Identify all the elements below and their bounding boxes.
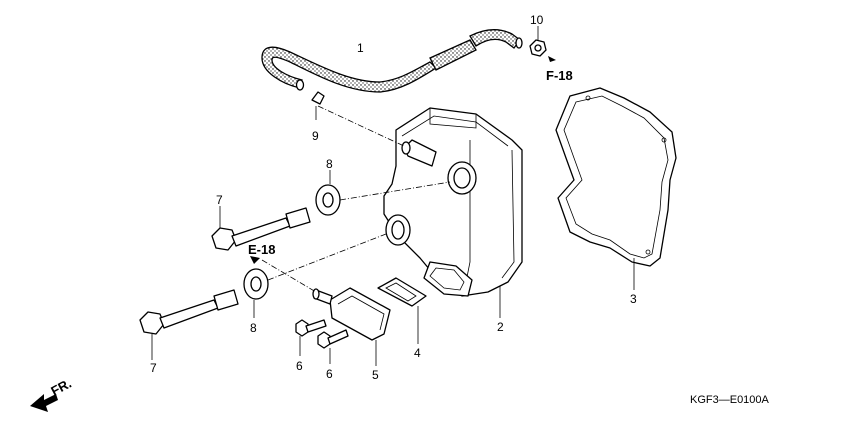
e18-arrow-icon	[250, 256, 260, 264]
callout-3: 3	[630, 292, 637, 306]
callout-4: 4	[414, 346, 421, 360]
window-cover	[377, 277, 427, 344]
long-bolt-upper	[211, 206, 311, 251]
cylinder-head-cover	[383, 107, 523, 318]
bracket-assembly	[312, 287, 391, 366]
callout-7-lower: 7	[150, 361, 157, 375]
bolt-6-right	[317, 329, 349, 364]
long-bolt-lower	[139, 289, 239, 360]
front-direction-indicator: FR.	[30, 376, 74, 412]
front-arrow-icon	[30, 394, 58, 412]
diagram-code: KGF3—E0100A	[690, 394, 770, 406]
head-cover-gasket	[555, 87, 677, 290]
callout-1: 1	[357, 41, 364, 55]
callout-6-left: 6	[296, 359, 303, 373]
callout-8-upper: 8	[326, 157, 333, 171]
callout-7-upper: 7	[216, 193, 223, 207]
arrow-icon	[548, 56, 556, 62]
callout-10: 10	[530, 13, 544, 27]
reference-f18: F-18	[546, 68, 573, 83]
sealing-washer-upper	[315, 170, 341, 216]
front-label: FR.	[48, 376, 74, 399]
callout-2: 2	[497, 320, 504, 334]
callout-8-lower: 8	[250, 321, 257, 335]
flange-nut	[529, 26, 556, 62]
assembly-guide-lines	[250, 105, 451, 293]
callout-9: 9	[312, 129, 319, 143]
callout-5: 5	[372, 368, 379, 382]
hose-clip	[311, 91, 325, 120]
breather-hose	[261, 29, 523, 93]
reference-e18: E-18	[248, 242, 275, 257]
callout-6-right: 6	[326, 367, 333, 381]
sealing-washer-lower	[243, 268, 269, 318]
bolt-6-left	[295, 319, 327, 356]
